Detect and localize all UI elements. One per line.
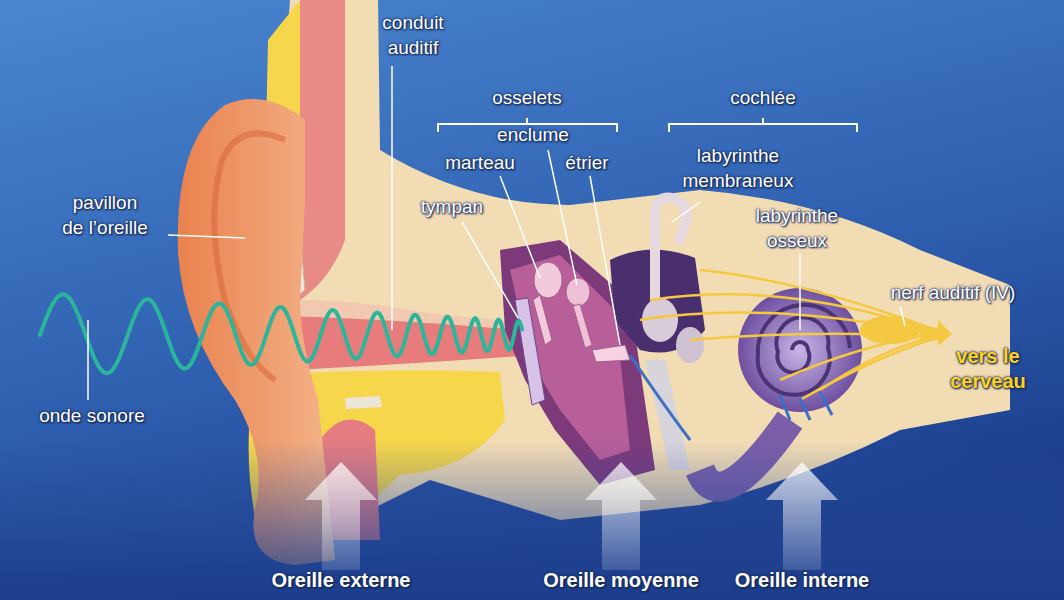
part-label: pavillon de l’oreille xyxy=(61,190,149,240)
skin-layer xyxy=(300,0,345,300)
region-label: Oreille externe xyxy=(241,568,441,593)
cartilage xyxy=(345,396,382,409)
stirrup xyxy=(592,345,630,362)
anvil xyxy=(573,304,592,348)
nerve-arrow xyxy=(920,320,952,346)
vestibule-sac xyxy=(676,327,704,363)
sound-wave xyxy=(40,294,522,373)
part-label: marteau xyxy=(430,150,530,175)
part-label: labyrinthe osseux xyxy=(747,203,847,253)
part-label: onde sonore xyxy=(12,403,172,428)
nerve-bundle xyxy=(860,316,920,344)
pinna-fold xyxy=(214,133,285,380)
vibration-path xyxy=(630,355,832,440)
hammer xyxy=(534,262,562,298)
bracket xyxy=(669,118,857,132)
part-label: tympan xyxy=(402,194,502,219)
leader-line xyxy=(88,66,905,400)
part-label: étrier xyxy=(547,150,627,175)
part-label: labyrinthe membraneux xyxy=(673,143,803,193)
semicircular-canal xyxy=(655,198,686,300)
region-label: Oreille moyenne xyxy=(521,568,721,593)
part-label: nerf auditif (IV) xyxy=(858,280,1048,305)
group-label: cochlée xyxy=(703,85,823,110)
direction-label: vers le cerveau xyxy=(938,344,1038,394)
region-label: Oreille interne xyxy=(702,568,902,593)
middle-ear-cavity xyxy=(510,255,630,460)
anvil xyxy=(566,278,590,306)
group-label: osselets xyxy=(467,85,587,110)
part-label: conduit auditif xyxy=(363,10,463,60)
bottom-fade xyxy=(0,440,1064,600)
region-arrow xyxy=(305,462,838,570)
part-label: enclume xyxy=(478,122,588,147)
hammer xyxy=(533,295,552,345)
auditory-nerve xyxy=(640,270,930,400)
